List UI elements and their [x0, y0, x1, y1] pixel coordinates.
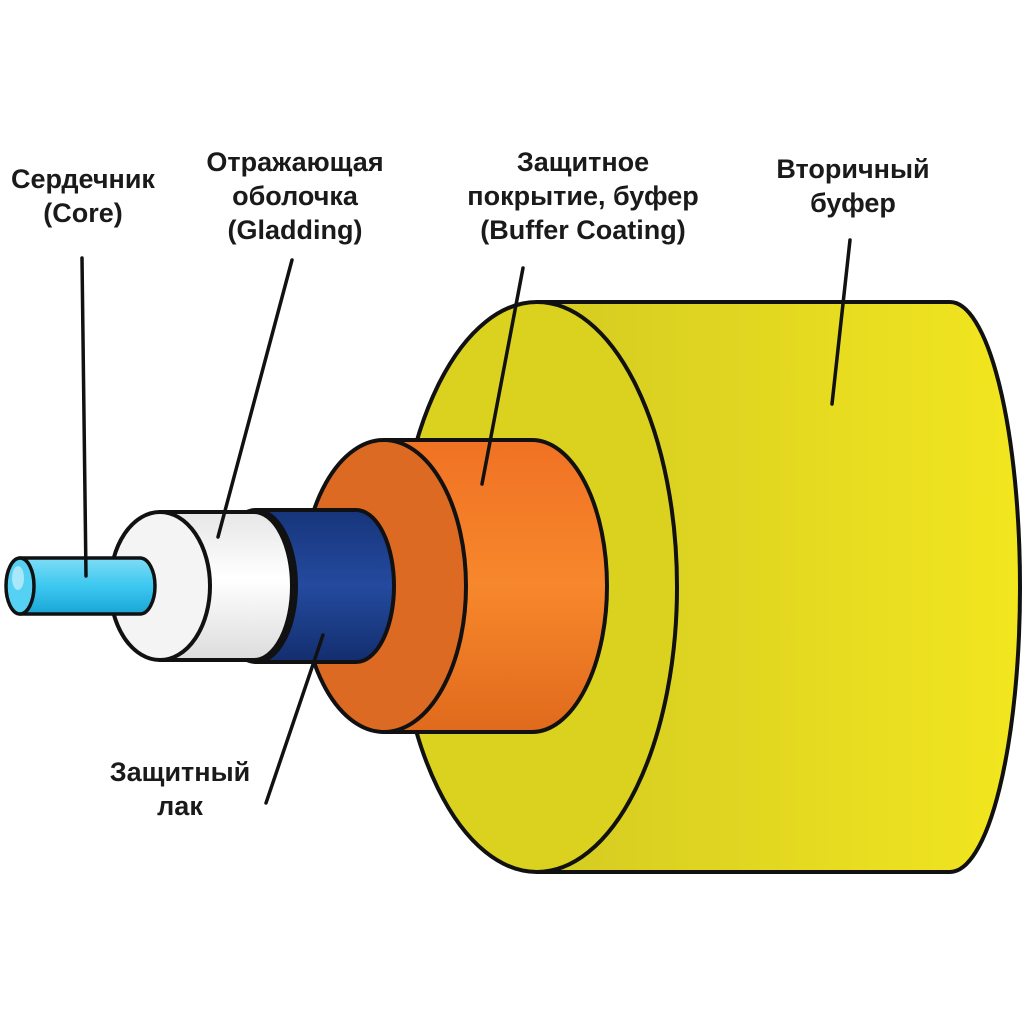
cladding-label-line2: оболочка: [232, 181, 358, 211]
protective-lacquer-label: Защитный лак: [92, 755, 268, 823]
leader-line-lacquer: [264, 633, 325, 805]
protective-lacquer-label-line1: Защитный: [109, 757, 251, 787]
leader-line-secondary: [830, 238, 852, 406]
leader-line-buffer: [480, 266, 525, 486]
core-label: Сердечник (Core): [0, 162, 166, 230]
core-face-highlight: [12, 566, 24, 590]
buffer-coating-label-line2: покрытие, буфер: [467, 181, 699, 211]
buffer-coating-label: Защитное покрытие, буфер (Buffer Coating…: [445, 145, 721, 247]
cladding-layer: [108, 510, 294, 662]
leader-lines: [80, 238, 852, 805]
core-layer: [4, 556, 157, 616]
leader-line-cladding: [216, 258, 294, 539]
leader-line-core: [80, 256, 88, 578]
secondary-buffer-label-line1: Вторичный: [776, 154, 930, 184]
buffer-coating-label-line3: (Buffer Coating): [480, 215, 686, 245]
protective-lacquer-label-line2: лак: [157, 791, 203, 821]
secondary-buffer-label-line2: буфер: [810, 188, 896, 218]
cladding-label: Отражающая оболочка (Gladding): [190, 145, 400, 247]
secondary-buffer-label: Вторичный буфер: [755, 152, 951, 220]
core-body: [18, 556, 157, 616]
core-label-line1: Сердечник: [11, 164, 155, 194]
buffer-coating-label-line1: Защитное: [516, 147, 650, 177]
cladding-label-line3: (Gladding): [227, 215, 363, 245]
cladding-label-line1: Отражающая: [206, 147, 384, 177]
core-label-line2: (Core): [43, 198, 123, 228]
